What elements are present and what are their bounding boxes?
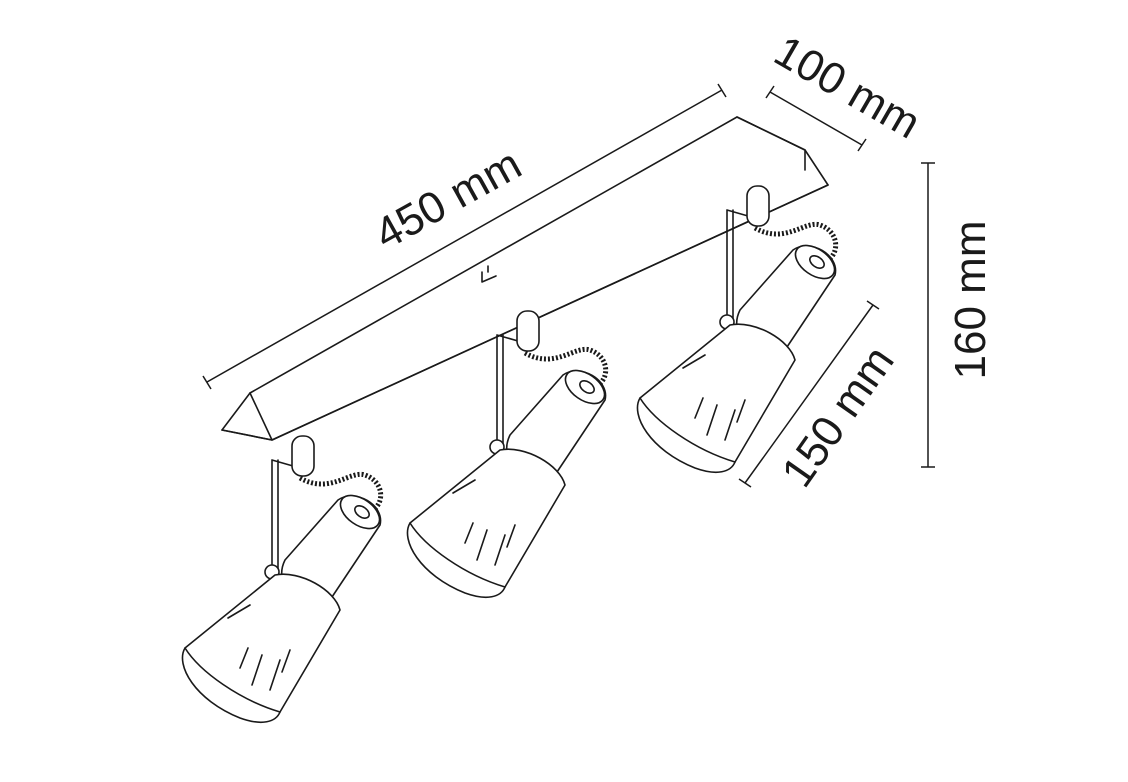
width-label: 100 mm: [766, 26, 928, 148]
spotlight-1: [182, 436, 385, 722]
dimension-line-length: [202, 83, 727, 390]
mounting-plate: [221, 116, 829, 441]
length-label: 450 mm: [367, 139, 530, 259]
dimension-line-width: [765, 85, 867, 152]
height-label: 160 mm: [946, 221, 995, 380]
dimension-line-height: [921, 162, 935, 468]
dimension-line-depth: [738, 300, 880, 488]
